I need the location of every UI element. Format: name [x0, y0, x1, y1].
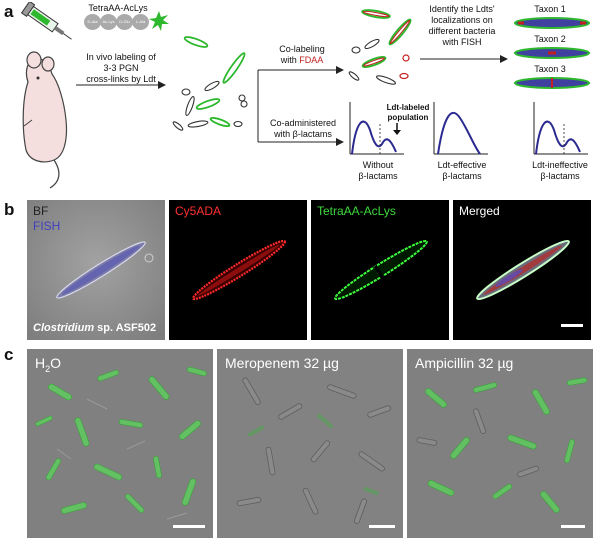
tetraaa-cell-image — [334, 239, 428, 301]
fluorophore-star-icon — [149, 11, 169, 31]
meropenem-label: Meropenem 32 µg — [225, 355, 339, 371]
fish-line: localizations on — [431, 15, 493, 25]
fish-label: FISH — [33, 219, 61, 233]
bf-cell-image — [27, 200, 165, 340]
arrow-right-icon — [76, 81, 166, 89]
in-vivo-line: 3-3 PGN — [103, 63, 139, 73]
fish-text: Identify the Ldts' localizations on diff… — [418, 4, 506, 48]
in-vivo-text: In vivo labeling of 3-3 PGN cross-links … — [78, 52, 164, 85]
organism-species: sp. ASF502 — [94, 322, 157, 334]
tetraaa-label: TetraAA-AcLys — [317, 204, 396, 218]
colabel-text: Co-labeling with FDAA — [262, 44, 342, 66]
in-vivo-line: In vivo labeling of — [86, 52, 156, 62]
population-line: Ldt-labeled — [386, 103, 430, 112]
fdaa-label: FDAA — [299, 55, 324, 65]
colabel-line: with FDAA — [262, 55, 342, 66]
graph-ldt-ineffective — [533, 102, 588, 155]
in-vivo-line: cross-links by Ldt — [86, 74, 156, 84]
graph-ldt-effective — [433, 102, 488, 155]
panel-label-c: c — [4, 345, 14, 364]
probe-residue: L-Ala — [132, 14, 149, 30]
colabel-prefix: with — [280, 55, 300, 65]
probe-residue: D-Glu — [116, 14, 133, 30]
micrograph-ampicillin: Ampicillin 32 µg — [407, 349, 593, 538]
graph-without-blactams — [349, 102, 404, 155]
ampicillin-label: Ampicillin 32 µg — [415, 355, 514, 371]
micrograph-merged: Merged — [453, 200, 591, 340]
graph-caption: Ldt-effective β-lactams — [426, 160, 498, 182]
graph-caption-line: Without — [362, 160, 394, 170]
arrow-right-icon — [420, 55, 508, 63]
merged-cell-image — [476, 239, 570, 301]
bf-label: BF — [33, 204, 49, 218]
cy5ada-cell-image — [191, 239, 287, 301]
fish-line: Identify the Ldts' — [429, 4, 495, 14]
colabel-line: Co-labeling — [279, 44, 325, 54]
probe-chain: D-Ala Ac-Lys D-Glu L-Ala — [84, 14, 180, 30]
graph-caption-line: Ldt-ineffective — [532, 160, 588, 170]
branch-arrows — [257, 66, 344, 146]
syringe-icon — [20, 2, 72, 40]
panel-label-b: b — [4, 200, 15, 219]
probe-residue: D-Ala — [84, 14, 101, 30]
micrograph-meropenem: Meropenem 32 µg — [217, 349, 403, 538]
coadmin-line: Co-administered — [269, 118, 337, 128]
cy5ada-label: Cy5ADA — [175, 204, 222, 218]
graph-caption-line: β-lactams — [442, 171, 482, 181]
scale-bar — [369, 525, 395, 528]
h2o-o: O — [50, 355, 62, 371]
fish-line: different bacteria — [428, 26, 496, 36]
scale-bar — [561, 525, 585, 528]
micrograph-tetraaa: TetraAA-AcLys — [311, 200, 449, 340]
taxon-label: Taxon 2 — [534, 34, 566, 44]
taxon-label: Taxon 1 — [534, 4, 566, 14]
arrow-down-icon — [393, 123, 401, 135]
h2o-subscript: 2 — [45, 363, 51, 374]
organism-label: Clostridium sp. ASF502 — [33, 322, 156, 334]
population-line: population — [387, 113, 429, 122]
graph-caption-line: β-lactams — [540, 171, 580, 181]
coadmin-line: with β-lactams — [274, 129, 332, 139]
merged-label: Merged — [459, 204, 500, 218]
micrograph-h2o: H2O — [27, 349, 213, 538]
organism-genus: Clostridium — [33, 322, 95, 334]
mouse-icon — [22, 51, 68, 189]
scale-bar — [561, 324, 583, 327]
population-label: Ldt-labeled population — [378, 103, 438, 123]
graph-caption-line: β-lactams — [358, 171, 398, 181]
graph-caption-line: Ldt-effective — [437, 160, 487, 170]
panel-label-a: a — [4, 2, 14, 21]
fish-line: with FISH — [442, 37, 482, 47]
taxon-3-cell — [514, 77, 590, 89]
ampicillin-field-image — [407, 349, 593, 538]
h2o-field-image — [27, 349, 213, 538]
coadmin-text: Co-administered with β-lactams — [260, 118, 346, 140]
taxon-1-cell — [514, 17, 590, 29]
probe-name: TetraAA-AcLys — [88, 3, 148, 13]
taxon-label: Taxon 3 — [534, 64, 566, 74]
scale-bar — [173, 525, 205, 528]
graph-caption: Ldt-ineffective β-lactams — [522, 160, 598, 182]
bacteria-cluster — [172, 36, 248, 131]
micrograph-bf-fish: BF FISH Clostridium sp. ASF502 — [27, 200, 165, 340]
h2o-label: H2O — [35, 355, 61, 374]
probe-residue: Ac-Lys — [100, 14, 117, 30]
graph-caption: Without β-lactams — [342, 160, 414, 182]
taxon-2-cell — [514, 47, 590, 59]
h2o-h: H — [35, 355, 46, 371]
micrograph-cy5ada: Cy5ADA — [169, 200, 307, 340]
meropenem-field-image — [217, 349, 403, 538]
colabeled-cluster — [348, 9, 412, 85]
